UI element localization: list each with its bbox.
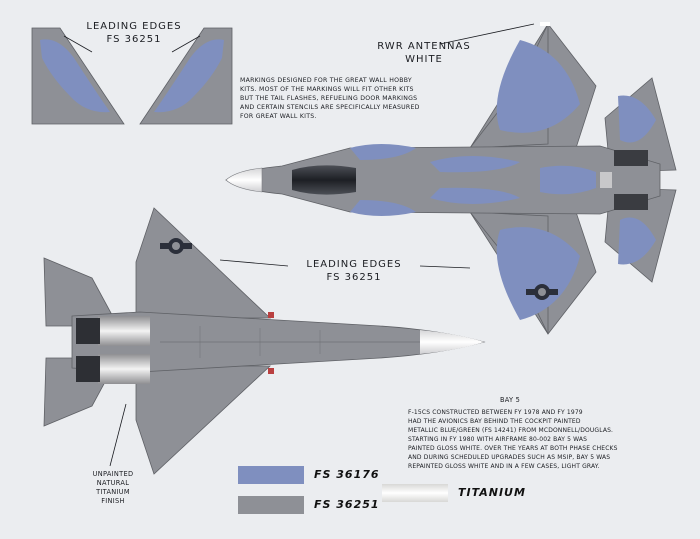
markings-note-line: and certain stencils are specifically me… — [240, 104, 420, 111]
unpainted-titanium-label: Unpainted Natural Titanium Finish — [68, 470, 158, 506]
legend-label-titanium: TITANIUM — [458, 486, 526, 499]
bay5-note-line: metallic blue/green (FS 14241) from McDo… — [408, 427, 614, 434]
markings-note-line: for Great Wall kits. — [240, 113, 317, 120]
bay5-note-line: repainted gloss white and in a few cases… — [408, 463, 600, 470]
rwr-antennas-sub: White — [405, 54, 443, 65]
leading-edges-top-title: Leading Edges — [86, 21, 182, 32]
bay5-title: Bay 5 — [500, 396, 521, 404]
unpainted-line: Finish — [101, 497, 125, 505]
rwr-antennas-label: RWR Antennas White — [372, 40, 476, 66]
bay5-note-line: Starting in FY 1980 with airframe 80-002… — [408, 436, 588, 443]
markings-note-line: but the tail flashes, refueling door mar… — [240, 95, 418, 102]
bay5-note-line: and during scheduled upgrades such as MS… — [408, 454, 611, 461]
bay5-note: F-15Cs constructed between FY 1978 and F… — [408, 408, 694, 471]
callout-lines — [109, 23, 535, 467]
bay5-note-line: F-15Cs constructed between FY 1978 and F… — [408, 409, 583, 416]
bay5-note-line: had the avionics bay behind the cockpit … — [408, 418, 581, 425]
aircraft-bottom-view — [43, 207, 486, 475]
leading-edges-mid-code: FS 36251 — [326, 272, 382, 283]
unpainted-line: Natural — [96, 479, 130, 487]
tail-fins-view — [31, 27, 233, 125]
legend-label-fs36251: FS 36251 — [314, 498, 380, 511]
legend-swatch-fs36176 — [238, 466, 304, 484]
markings-note: Markings designed for the Great Wall Hob… — [240, 76, 470, 121]
leading-edges-top-code: FS 36251 — [106, 34, 162, 45]
leading-edges-mid-title: Leading Edges — [306, 259, 402, 270]
markings-note-line: Markings designed for the Great Wall Hob… — [240, 77, 412, 84]
bay5-note-line: painted gloss white. Over the years at b… — [408, 445, 618, 452]
unpainted-line: Titanium — [96, 488, 130, 496]
legend-swatch-titanium — [382, 484, 448, 502]
unpainted-line: Unpainted — [92, 470, 134, 478]
aircraft-top-view — [225, 22, 677, 335]
legend-swatch-fs36251 — [238, 496, 304, 514]
leading-edges-top-label: Leading Edges FS 36251 — [74, 20, 194, 46]
legend-label-fs36176: FS 36176 — [314, 468, 380, 481]
leading-edges-mid-label: Leading Edges FS 36251 — [290, 258, 418, 284]
markings-note-line: kits. Most of the markings will fit othe… — [240, 86, 414, 93]
rwr-antennas-title: RWR Antennas — [377, 41, 471, 52]
